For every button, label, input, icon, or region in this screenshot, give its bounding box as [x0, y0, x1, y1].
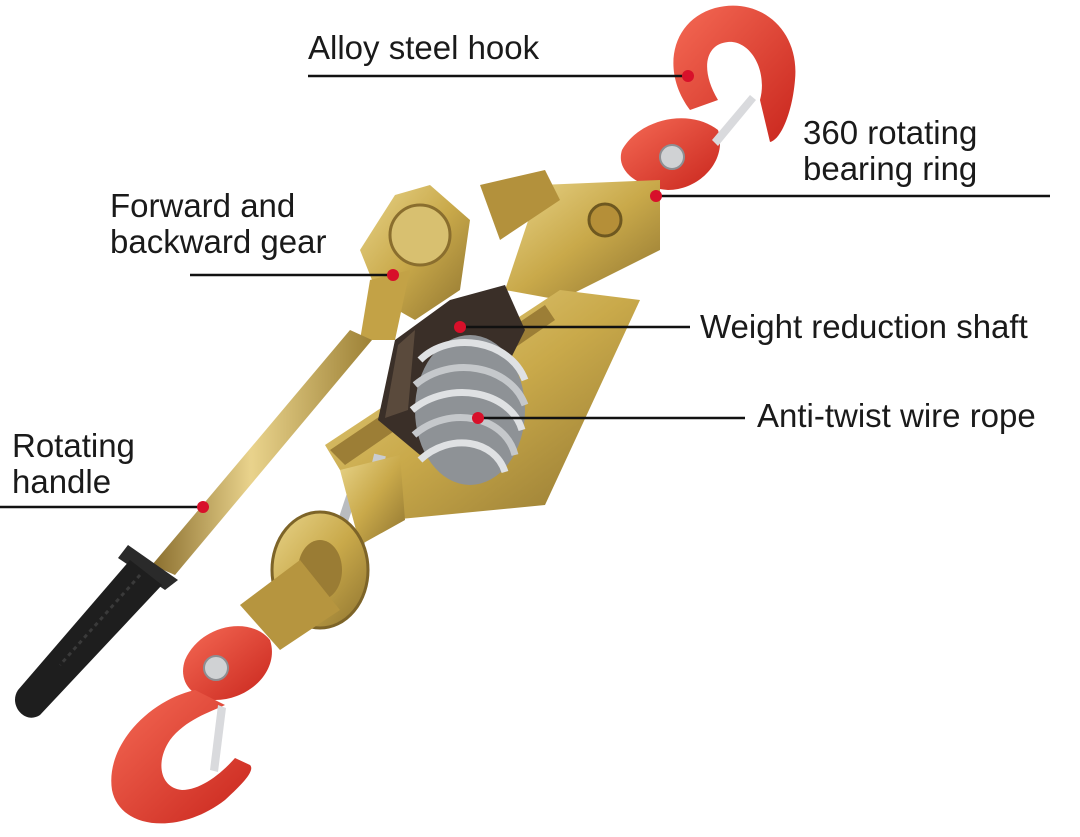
marker-rotating-bearing-ring [650, 190, 662, 202]
leader-lines [0, 74, 1050, 509]
marker-anti-twist-wire-rope [472, 412, 484, 424]
label-line: handle [12, 463, 112, 500]
label-anti-twist-wire-rope: Anti-twist wire rope [757, 398, 1036, 434]
label-alloy-steel-hook: Alloy steel hook [308, 30, 539, 66]
label-weight-reduction-shaft: Weight reduction shaft [700, 309, 1028, 345]
marker-rotating-handle [197, 501, 209, 513]
ratchet-handle [15, 185, 470, 718]
label-line: 360 rotating [803, 114, 978, 151]
label-line: Forward and [110, 187, 296, 224]
label-forward-backward-gear: Forward and backward gear [110, 188, 326, 260]
label-rotating-bearing-ring: 360 rotating bearing ring [803, 115, 977, 187]
label-line: Alloy steel hook [308, 29, 540, 66]
label-line: bearing ring [803, 150, 978, 187]
top-hook [620, 5, 796, 190]
label-rotating-handle: Rotating handle [12, 428, 135, 500]
lower-pulley-block [240, 453, 405, 650]
label-line: backward gear [110, 223, 327, 260]
marker-alloy-steel-hook [682, 70, 694, 82]
label-line: Weight reduction shaft [700, 308, 1028, 345]
marker-forward-backward-gear [387, 269, 399, 281]
bottom-hook [111, 626, 272, 824]
callout-markers [197, 70, 694, 513]
label-line: Anti-twist wire rope [757, 397, 1036, 434]
marker-weight-reduction-shaft [454, 321, 466, 333]
label-line: Rotating [12, 427, 135, 464]
